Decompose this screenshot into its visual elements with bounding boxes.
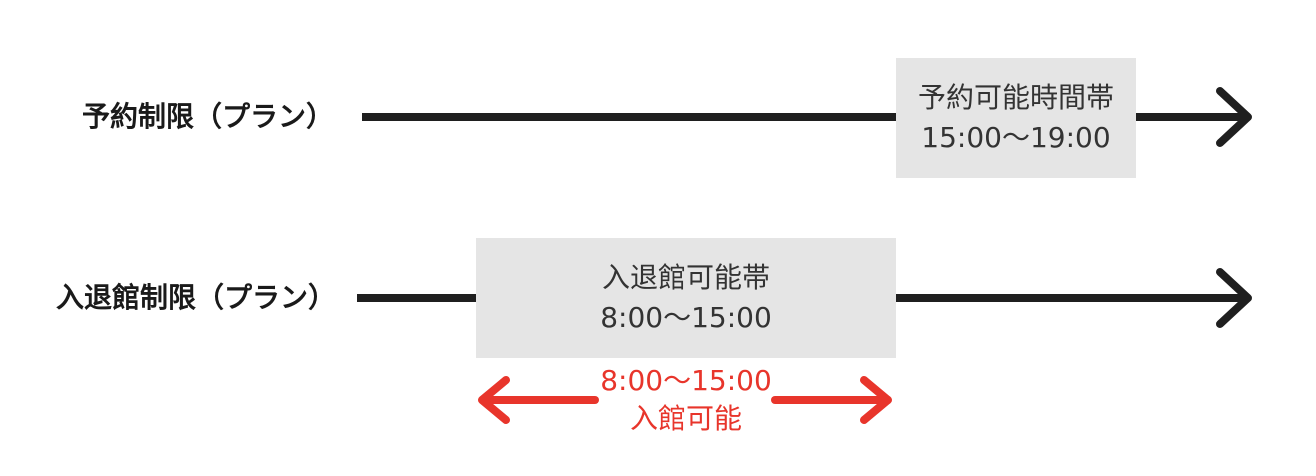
row-label-reservation: 予約制限（プラン） xyxy=(82,100,335,133)
reservation-timeline-bar-end xyxy=(1136,113,1244,121)
reservation-window-time: 15:00〜19:00 xyxy=(921,121,1111,154)
reservation-arrowhead-icon xyxy=(1216,87,1252,147)
entry-window-title: 入退館可能帯 xyxy=(601,261,770,294)
entry-timeline-bar xyxy=(357,294,476,302)
entry-range-arrow-icon xyxy=(478,376,892,424)
entry-window-time: 8:00〜15:00 xyxy=(600,301,772,334)
entry-timeline-bar-end xyxy=(896,294,1244,302)
entry-range-label: 8:00〜15:00 入館可能 xyxy=(586,362,786,438)
entry-range-caption: 入館可能 xyxy=(629,402,742,435)
entry-window-box: 入退館可能帯 8:00〜15:00 xyxy=(476,238,896,358)
entry-arrowhead-icon xyxy=(1216,268,1252,328)
entry-range-time: 8:00〜15:00 xyxy=(600,364,772,397)
reservation-window-title: 予約可能時間帯 xyxy=(917,81,1114,114)
reservation-timeline-bar xyxy=(362,113,896,121)
reservation-window-box: 予約可能時間帯 15:00〜19:00 xyxy=(896,58,1136,178)
row-label-entry: 入退館制限（プラン） xyxy=(56,281,337,314)
